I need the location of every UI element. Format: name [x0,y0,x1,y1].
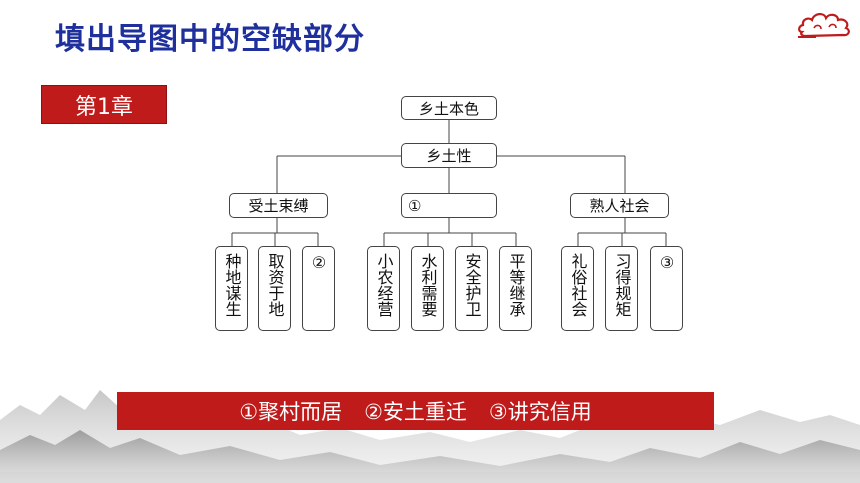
leaf-group1-item: 取资于地 [258,246,291,331]
page-title: 填出导图中的空缺部分 [55,22,365,57]
leaf-group3-item: 礼俗社会 [561,246,594,331]
leaf-group3-blank[interactable]: ③ [650,246,683,331]
auspicious-cloud-icon [798,13,850,38]
ink-landscape-illustration [0,390,860,483]
node-root: 乡土本色 [401,96,497,120]
answer-3: ③讲究信用 [488,400,592,424]
node-level1: 乡土性 [401,143,497,168]
leaf-group2-item: 安全护卫 [455,246,488,331]
answer-2: ②安土重迁 [364,400,467,424]
node-level2-middle-blank[interactable]: ① [401,193,497,218]
node-level2-right: 熟人社会 [570,193,669,218]
answer-1: ①聚村而居 [239,400,343,424]
leaf-group2-item: 水利需要 [411,246,444,331]
chapter-badge: 第1章 [42,86,166,123]
answer-bar: ①聚村而居 ②安土重迁 ③讲究信用 [117,392,714,430]
node-level2-left: 受土束缚 [229,193,328,218]
leaf-group1-blank[interactable]: ② [302,246,335,331]
leaf-group1-item: 种地谋生 [215,246,248,331]
leaf-group2-item: 小农经营 [367,246,400,331]
leaf-group2-item: 平等继承 [499,246,532,331]
leaf-group3-item: 习得规矩 [605,246,638,331]
